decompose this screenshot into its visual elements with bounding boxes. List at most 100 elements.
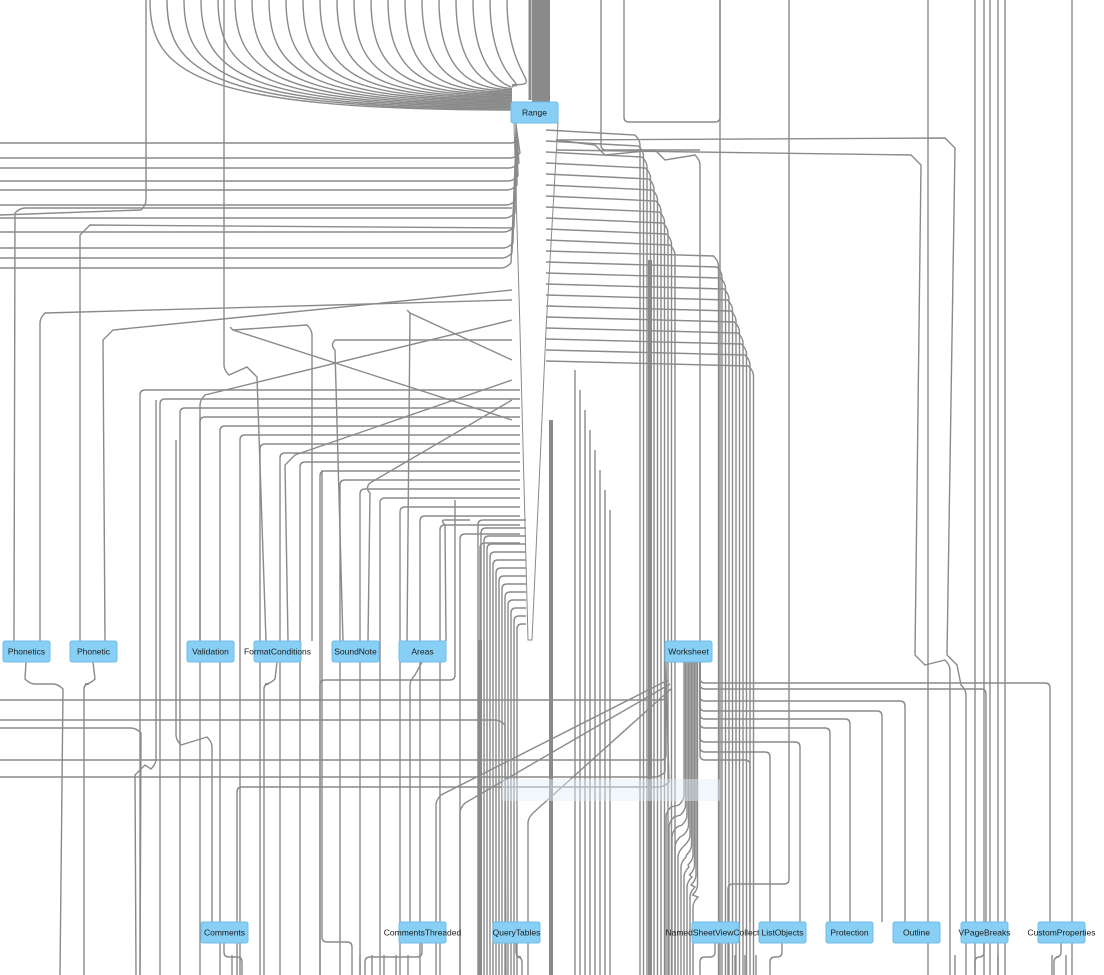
edge-135 xyxy=(236,675,670,975)
edge-70 xyxy=(498,575,526,975)
node-range[interactable]: Range xyxy=(510,101,559,124)
node-commentsthreaded-label: CommentsThreaded xyxy=(384,928,462,938)
edge-5 xyxy=(234,0,513,105)
edge-16 xyxy=(421,0,513,92)
edge-132 xyxy=(0,662,667,701)
edge-84 xyxy=(545,206,666,975)
node-querytables-box xyxy=(492,921,541,944)
node-outline[interactable]: Outline xyxy=(892,921,941,944)
edge-44 xyxy=(229,324,513,641)
edge-145 xyxy=(134,400,157,975)
node-validation-label: Validation xyxy=(192,647,229,657)
node-validation-box xyxy=(186,640,235,663)
edge-wedge xyxy=(513,122,559,641)
edge-15 xyxy=(404,0,513,93)
edge-20 xyxy=(489,0,518,87)
node-soundnote-box xyxy=(331,640,380,663)
node-namedsheetviewcollection[interactable]: NamedSheetViewCollectic xyxy=(665,921,766,944)
edge-85 xyxy=(545,217,669,975)
edge-26 xyxy=(0,130,518,191)
node-worksheet-label: Worksheet xyxy=(668,647,709,657)
node-comments-label: Comments xyxy=(204,928,245,938)
edge-13 xyxy=(370,0,513,96)
edge-46 xyxy=(159,398,520,975)
edge-115 xyxy=(699,662,906,922)
edge-140 xyxy=(83,661,96,975)
edge-35 xyxy=(79,224,513,641)
edge-54 xyxy=(319,470,520,975)
edge-100 xyxy=(555,149,951,975)
edge-12 xyxy=(353,0,513,97)
node-customproperties-label: CustomProperties xyxy=(1027,928,1095,938)
edge-39 xyxy=(199,319,513,641)
edge-11 xyxy=(336,0,513,98)
node-commentsthreaded-box xyxy=(398,921,447,944)
edge-86 xyxy=(545,228,673,975)
edge-8 xyxy=(285,0,513,102)
edge-23 xyxy=(0,124,521,159)
node-querytables[interactable]: QueryTables xyxy=(492,921,541,944)
edge-103 xyxy=(623,0,721,123)
node-outline-box xyxy=(892,921,941,944)
edge-14 xyxy=(387,0,513,94)
node-phonetic[interactable]: Phonetic xyxy=(69,640,118,663)
edge-92 xyxy=(545,294,734,975)
edge-32 xyxy=(0,142,517,269)
edge-79 xyxy=(545,151,648,975)
node-customproperties-box xyxy=(1037,921,1086,944)
edge-129 xyxy=(686,662,696,975)
edge-4 xyxy=(217,0,513,106)
node-validation[interactable]: Validation xyxy=(186,640,235,663)
edge-2 xyxy=(183,0,513,109)
edge-71 xyxy=(501,583,526,975)
node-formatconditions[interactable]: FormatConditions xyxy=(244,640,311,663)
node-protection[interactable]: Protection xyxy=(825,921,874,944)
edge-147 xyxy=(319,500,456,975)
nodes: Range Phonetics Phonetic Validation Form… xyxy=(2,101,1096,944)
edge-98 xyxy=(545,360,755,975)
edge-154 xyxy=(769,943,783,975)
edge-66 xyxy=(486,543,526,975)
node-areas[interactable]: Areas xyxy=(398,640,447,663)
edge-51 xyxy=(259,443,520,975)
node-vpagebreaks[interactable]: VPageBreaks xyxy=(959,921,1011,944)
node-customproperties[interactable]: CustomProperties xyxy=(1027,921,1096,944)
node-listobjects[interactable]: ListObjects xyxy=(758,921,807,944)
edge-134 xyxy=(0,671,667,778)
edge-22 xyxy=(0,123,517,144)
edge-76 xyxy=(516,623,526,975)
edge-57 xyxy=(379,497,520,975)
edge-90 xyxy=(545,272,727,975)
edge-77 xyxy=(545,129,641,975)
edge-136 xyxy=(435,679,669,975)
edge-41 xyxy=(406,309,513,642)
node-worksheet[interactable]: Worksheet xyxy=(664,640,713,663)
node-range-box xyxy=(510,101,559,124)
edge-61 xyxy=(459,533,520,975)
edge-18 xyxy=(455,0,513,90)
node-vpagebreaks-box xyxy=(960,921,1009,944)
edge-144 xyxy=(0,727,142,975)
edge-80 xyxy=(545,162,652,975)
edge-55 xyxy=(339,479,520,975)
edge-56 xyxy=(359,488,520,975)
edge-152 xyxy=(515,943,523,975)
node-worksheet-box xyxy=(664,640,713,663)
node-comments[interactable]: Comments xyxy=(200,921,249,944)
node-commentsthreaded[interactable]: CommentsThreaded xyxy=(384,921,462,944)
node-namedsheetviewcollection-box xyxy=(691,921,740,944)
edge-126 xyxy=(677,662,691,975)
edge-148 xyxy=(441,519,470,642)
node-phonetic-label: Phonetic xyxy=(77,647,111,657)
edge-38 xyxy=(223,0,267,642)
edge-97 xyxy=(545,349,751,975)
edge-7 xyxy=(268,0,513,103)
node-phonetics[interactable]: Phonetics xyxy=(2,640,51,663)
edge-150 xyxy=(223,943,243,975)
edge-52 xyxy=(279,452,520,975)
edge-141 xyxy=(263,661,278,975)
node-range-label: Range xyxy=(522,108,547,118)
edge-96 xyxy=(545,338,748,975)
edge-93 xyxy=(545,305,737,975)
node-soundnote[interactable]: SoundNote xyxy=(331,640,380,663)
